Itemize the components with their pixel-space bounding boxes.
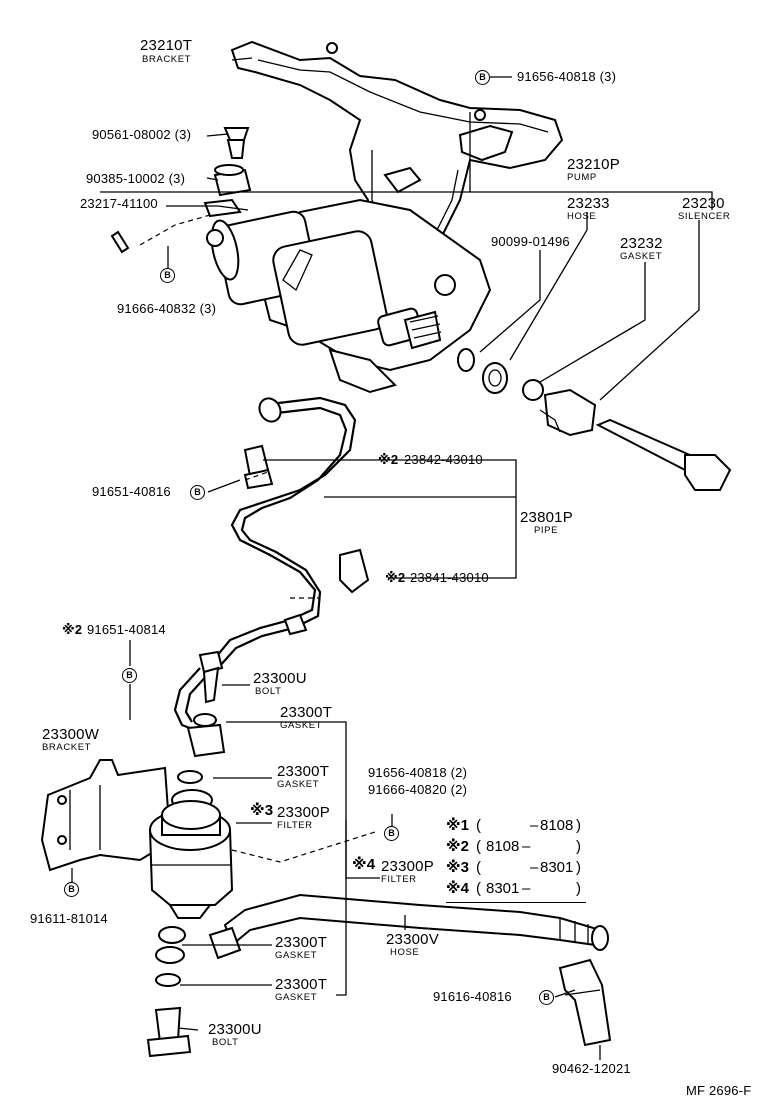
part-number: 91651-40816 xyxy=(92,484,171,499)
part-number: 23300T xyxy=(280,704,333,721)
part-number: 91651-40814 xyxy=(87,622,166,637)
fuel-pipe-drawing xyxy=(211,396,370,669)
callout-90385-10002: 90385-10002 (3) xyxy=(86,171,186,186)
variant-mark: ※2 xyxy=(62,622,83,637)
legend-row: ※1 ( – 8108 ) xyxy=(446,815,586,836)
legend-open-paren: ( xyxy=(476,838,481,855)
legend-mark: ※2 xyxy=(446,838,469,855)
legend-close-paren: ) xyxy=(576,859,581,876)
part-name: BOLT xyxy=(212,1037,239,1048)
part-number: 91656-40818 (3) xyxy=(517,69,617,84)
part-name: GASKET xyxy=(275,950,318,961)
fuel-filter-drawing xyxy=(40,650,376,919)
hose-and-silencer-drawing xyxy=(457,348,732,491)
part-number: 23300W xyxy=(42,726,100,743)
callout-90099-01496: 90099-01496 xyxy=(491,234,570,249)
legend-row: ※3 ( – 8301 ) xyxy=(446,857,586,878)
legend-dash: – xyxy=(530,859,539,876)
part-number: 23300T xyxy=(275,976,328,993)
legend-mark: ※3 xyxy=(446,859,469,876)
part-number: 23300P xyxy=(381,858,434,875)
variant-legend: ※1 ( – 8108 ) ※2 ( 8108 – ) ※3 ( – 8301 … xyxy=(446,815,586,903)
part-number: 91666-40832 (3) xyxy=(117,301,217,316)
legend-dash: – xyxy=(522,838,531,855)
legend-open-paren: ( xyxy=(476,880,481,897)
callout-90462-12021: 90462-12021 xyxy=(552,1061,631,1076)
part-name: BRACKET xyxy=(42,742,92,753)
part-number: 23300T xyxy=(275,934,328,951)
part-number: 23841-43010 xyxy=(410,570,489,585)
bolt-marker-icon: B xyxy=(190,485,205,500)
part-name: GASKET xyxy=(275,992,318,1003)
bolt-marker-icon: B xyxy=(384,826,399,841)
variant-mark: ※3 xyxy=(250,802,274,819)
legend-underline xyxy=(446,902,586,903)
callout-90561-08002: 90561-08002 (3) xyxy=(92,127,192,142)
callout-91666-40820-2: 91666-40820 (2) xyxy=(368,782,468,797)
variant-mark: ※2 xyxy=(378,452,399,467)
legend-open-paren: ( xyxy=(476,859,481,876)
part-number: 23230 xyxy=(682,195,725,212)
footer-code: MF 2696-F xyxy=(686,1083,752,1098)
part-number: 23300T xyxy=(277,763,330,780)
part-name: SILENCER xyxy=(678,211,731,222)
legend-from: 8301 xyxy=(486,880,520,897)
callout-91656-40818-2: 91656-40818 (2) xyxy=(368,765,468,780)
fuel-hose-drawing xyxy=(146,893,612,1058)
part-name: PIPE xyxy=(534,525,559,536)
fuel-pump-drawing xyxy=(206,198,492,394)
part-name: FILTER xyxy=(381,874,417,885)
legend-to: 8301 xyxy=(540,859,574,876)
legend-close-paren: ) xyxy=(576,880,581,897)
legend-dash: – xyxy=(522,880,531,897)
legend-to: 8108 xyxy=(540,817,574,834)
variant-mark: ※4 xyxy=(352,856,376,873)
part-number: 23300P xyxy=(277,804,330,821)
legend-dash: – xyxy=(530,817,539,834)
legend-close-paren: ) xyxy=(576,838,581,855)
part-number: 23300V xyxy=(386,931,439,948)
legend-row: ※2 ( 8108 – ) xyxy=(446,836,586,857)
legend-from: 8108 xyxy=(486,838,520,855)
part-number: 23300U xyxy=(253,670,307,687)
part-number: 23232 xyxy=(620,235,663,252)
legend-mark: ※4 xyxy=(446,880,469,897)
part-number: 23300U xyxy=(208,1021,262,1038)
part-number: 23210T xyxy=(140,37,193,54)
variant-mark: ※2 xyxy=(385,570,406,585)
part-number: 91611-81014 xyxy=(30,911,108,926)
bolt-marker-icon: B xyxy=(160,268,175,283)
pump-mount-fasteners xyxy=(110,127,252,254)
bolt-marker-icon: B xyxy=(64,882,79,897)
part-name: GASKET xyxy=(277,779,320,790)
part-name: HOSE xyxy=(390,947,420,958)
legend-mark: ※1 xyxy=(446,817,469,834)
pump-bracket-drawing xyxy=(230,40,564,252)
part-name: GASKET xyxy=(280,720,323,731)
legend-open-paren: ( xyxy=(476,817,481,834)
callout-23217-41100: 23217-41100 xyxy=(80,196,158,211)
part-number: 91616-40816 xyxy=(433,989,512,1004)
part-name: PUMP xyxy=(567,172,597,183)
part-name: GASKET xyxy=(620,251,663,262)
part-name: HOSE xyxy=(567,211,597,222)
bolt-marker-icon: B xyxy=(475,70,490,85)
part-name: BRACKET xyxy=(142,54,192,65)
part-number: 23210P xyxy=(567,156,620,173)
legend-row: ※4 ( 8301 – ) xyxy=(446,878,586,899)
part-name: FILTER xyxy=(277,820,313,831)
part-number: 23842-43010 xyxy=(404,452,483,467)
legend-close-paren: ) xyxy=(576,817,581,834)
part-number: 23801P xyxy=(520,509,573,526)
part-number: 23233 xyxy=(567,195,610,212)
leader-lines xyxy=(71,57,713,1060)
part-name: BOLT xyxy=(255,686,282,697)
bolt-marker-icon: B xyxy=(122,668,137,683)
bolt-marker-icon: B xyxy=(539,990,554,1005)
